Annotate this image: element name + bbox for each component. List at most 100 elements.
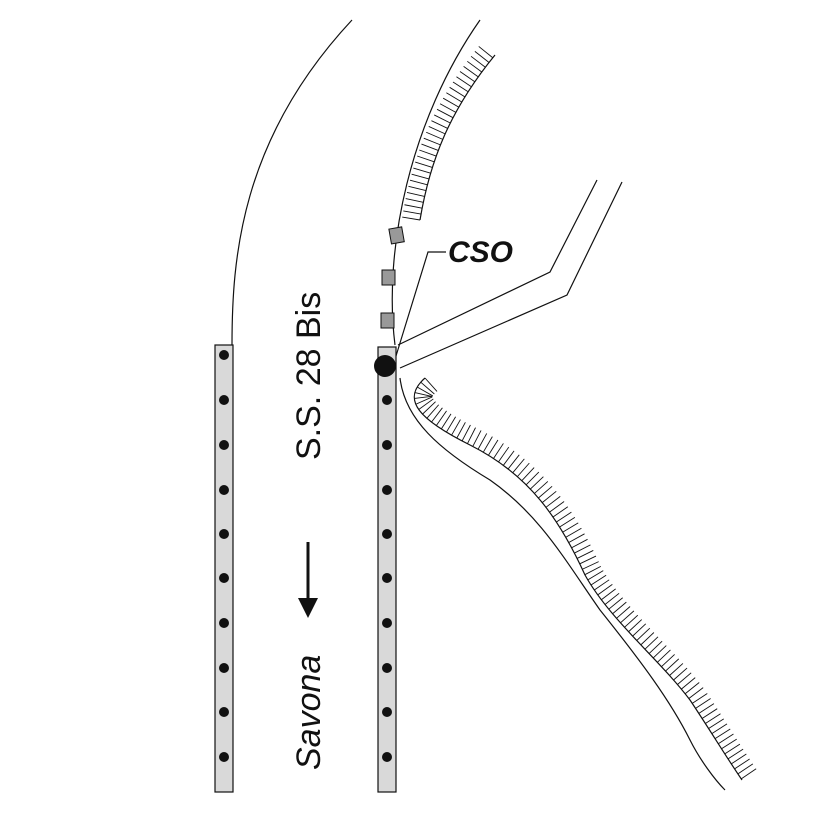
- hatch-tick: [439, 103, 457, 113]
- rail-dot: [219, 485, 229, 495]
- hatch-tick: [404, 204, 423, 209]
- square-icon: [388, 226, 405, 245]
- hatch-tick: [597, 583, 613, 596]
- hatch-tick: [571, 538, 588, 549]
- hatch-tick: [741, 768, 757, 780]
- hatch-tick: [433, 114, 451, 124]
- hatch-tick: [711, 723, 728, 734]
- hatch-tick: [521, 467, 535, 481]
- hatch-tick: [409, 179, 428, 186]
- rail-dot: [219, 573, 229, 583]
- hatch-tick: [673, 667, 688, 681]
- hatch-tick: [584, 565, 602, 576]
- hatch-tick: [463, 66, 479, 78]
- hatch-tick: [482, 436, 493, 453]
- hatch-tick: [582, 561, 599, 570]
- hatch-tick: [579, 555, 597, 565]
- hatch-tick: [449, 86, 466, 98]
- hatch-tick: [701, 708, 718, 719]
- rail-dot: [219, 752, 229, 762]
- hatch-tick: [452, 81, 469, 93]
- hatch-tick: [718, 733, 734, 745]
- hatch-tick: [414, 395, 433, 399]
- hatch-tick: [402, 216, 421, 221]
- hatch-tick: [470, 55, 486, 68]
- lower-bank-hatching: [414, 377, 757, 780]
- hatch-tick: [594, 579, 610, 591]
- hatch-tick: [459, 71, 476, 83]
- rail-dot: [219, 663, 229, 673]
- hatch-tick: [418, 398, 434, 410]
- hatch-tick: [608, 597, 623, 610]
- hatch-tick: [684, 682, 700, 695]
- hatch-tick: [417, 155, 435, 163]
- hatch-tick: [477, 433, 488, 450]
- square-icon: [381, 269, 396, 286]
- hatch-tick: [724, 743, 741, 755]
- hatch-tick: [431, 120, 448, 129]
- hatch-tick: [612, 601, 627, 615]
- hatch-tick: [657, 649, 671, 663]
- hatch-tick: [552, 506, 569, 518]
- hatch-tick: [431, 407, 443, 423]
- left-rail-dots: [219, 350, 229, 762]
- hatch-tick: [731, 753, 747, 765]
- rail-dot: [382, 529, 392, 539]
- hatch-tick: [734, 758, 750, 770]
- hatch-tick: [681, 677, 696, 690]
- hatch-tick: [545, 496, 561, 508]
- hatch-tick: [411, 173, 430, 180]
- hatch-tick: [616, 606, 631, 619]
- hatch-tick: [644, 636, 659, 650]
- hatch-tick: [415, 161, 433, 168]
- rail-dot: [382, 618, 392, 628]
- hatch-tick: [669, 663, 684, 676]
- hatch-tick: [559, 517, 576, 528]
- rail-dot: [382, 485, 392, 495]
- rail-dot: [382, 752, 392, 762]
- lower-river-bank: [413, 377, 743, 781]
- hatch-tick: [415, 396, 433, 405]
- hatch-tick: [677, 672, 692, 685]
- hatch-tick: [721, 738, 737, 750]
- hatch-tick: [456, 422, 466, 439]
- hatch-tick: [436, 108, 454, 119]
- cso-label: CSO: [448, 236, 513, 269]
- hatch-tick: [406, 192, 425, 197]
- hatch-tick: [620, 610, 635, 624]
- road-left-edge: [231, 19, 353, 346]
- hatch-tick: [488, 439, 499, 456]
- hatch-tick: [727, 748, 744, 760]
- hatch-tick: [435, 410, 447, 426]
- hatch-tick: [632, 623, 647, 637]
- rail-dot: [382, 663, 392, 673]
- rail-dot: [219, 350, 229, 360]
- hatch-tick: [461, 424, 471, 442]
- rail-dot: [219, 440, 229, 450]
- road-right-edge: [391, 19, 481, 346]
- hatch-tick: [405, 198, 424, 203]
- hatch-tick: [541, 490, 557, 503]
- hatch-tick: [698, 703, 715, 714]
- hatch-tick: [688, 687, 704, 699]
- hatch-tick: [549, 501, 565, 513]
- hatch-tick: [661, 654, 675, 668]
- hatch-tick: [467, 427, 476, 444]
- hatch-tick: [498, 446, 510, 463]
- hatch-tick: [568, 533, 585, 543]
- hatch-tick: [640, 632, 655, 646]
- tributary-channel: [397, 179, 623, 369]
- hatch-tick: [562, 522, 579, 533]
- hatch-tick: [565, 527, 582, 538]
- hatch-tick: [692, 693, 708, 704]
- hatch-tick: [708, 718, 725, 729]
- hatch-tick: [474, 50, 490, 63]
- hatch-tick: [413, 167, 431, 174]
- hatch-tick: [472, 430, 482, 447]
- hatch-tick: [467, 60, 483, 73]
- hatch-tick: [601, 588, 616, 601]
- hatch-tick: [403, 210, 422, 215]
- rail-dot: [382, 395, 392, 405]
- hatch-tick: [576, 550, 594, 559]
